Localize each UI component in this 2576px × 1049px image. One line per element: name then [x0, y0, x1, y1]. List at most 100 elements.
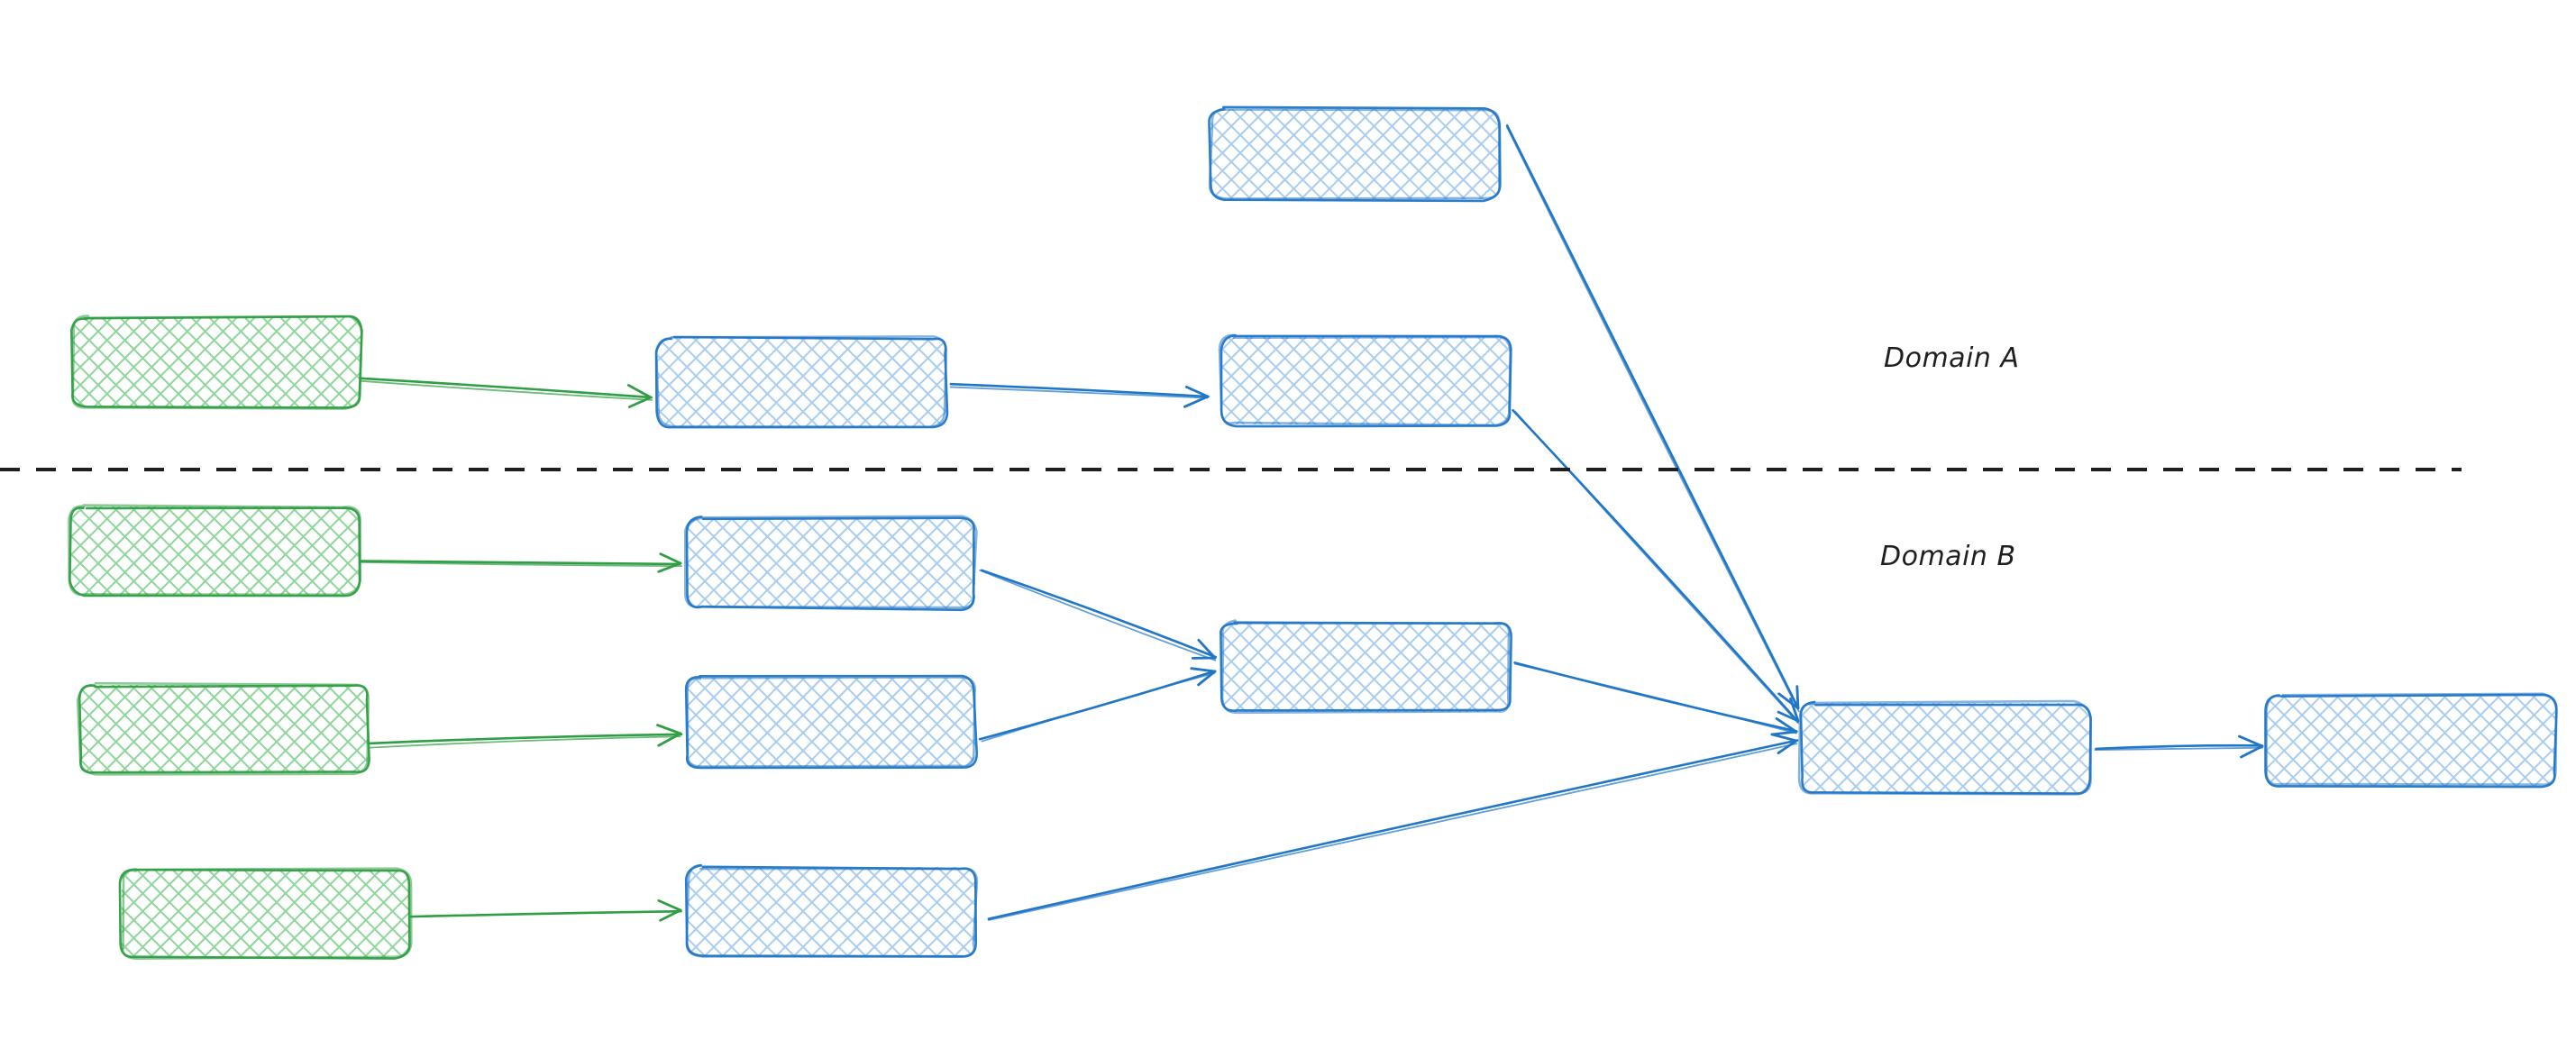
node-a-proc-3[interactable] [1208, 105, 1503, 203]
edge-line [949, 386, 1209, 399]
node-fill [687, 518, 975, 608]
edge-line [1514, 410, 1799, 725]
edge-arrowhead [1183, 395, 1210, 408]
node-a-src-1[interactable] [70, 315, 363, 410]
node-b-proc-2[interactable] [684, 674, 979, 770]
node-fill [70, 506, 359, 595]
edge-arrowhead [659, 552, 682, 565]
node-fill [122, 870, 410, 958]
edge-e4 [1512, 408, 1800, 725]
node-fill [72, 317, 361, 407]
edge-arrowhead [1771, 730, 1798, 736]
node-outline [654, 335, 948, 429]
node-outline [76, 681, 370, 776]
edge-line [981, 671, 1216, 743]
edge-line [358, 561, 683, 568]
node-b-proc-3[interactable] [684, 863, 979, 958]
node-fill [79, 685, 368, 773]
edge-line [2094, 746, 2264, 752]
node-fill [1210, 109, 1499, 199]
edge-line [367, 733, 683, 745]
node-fill [687, 867, 975, 957]
node-outline [2265, 692, 2558, 786]
edge-layer [358, 124, 2264, 922]
node-outline [71, 315, 363, 410]
edge-arrowhead [1775, 717, 1798, 734]
node-outline [118, 868, 411, 960]
edge-line [2095, 743, 2263, 751]
node-outline [684, 674, 979, 770]
edge-arrowhead [1777, 739, 1798, 754]
node-fill [658, 338, 946, 426]
edge-arrowhead [627, 396, 653, 408]
edge-line [980, 569, 1218, 659]
edge-line [1514, 662, 1797, 734]
edge-line [369, 735, 681, 749]
edge-arrowhead [1190, 667, 1217, 673]
edge-e12 [2094, 734, 2264, 759]
node-b-src-2[interactable] [76, 681, 370, 776]
node-b-out-1[interactable] [2264, 692, 2558, 789]
node-fill [687, 678, 975, 768]
edge-e5 [358, 552, 683, 573]
node-a-proc-2[interactable] [1218, 333, 1512, 428]
node-outline [1208, 107, 1503, 200]
edge-line [360, 560, 681, 566]
node-outline [683, 515, 978, 609]
node-outline [1218, 333, 1512, 427]
edge-arrowhead [2240, 744, 2264, 759]
node-layer [68, 105, 2558, 960]
edge-e2 [949, 382, 1210, 408]
node-outline [121, 867, 413, 960]
node-outline [686, 676, 976, 768]
edge-line [987, 739, 1799, 920]
edge-e9 [978, 667, 1217, 743]
edge-e1 [359, 377, 653, 408]
edge-arrowhead [657, 732, 682, 747]
edge-e10 [1513, 661, 1798, 736]
node-a-proc-1[interactable] [654, 335, 949, 429]
edge-line [1506, 126, 1800, 713]
node-fill [1801, 703, 2089, 793]
edge-e8 [979, 569, 1218, 661]
edge-line [979, 569, 1217, 661]
edge-e11 [987, 733, 1799, 921]
node-fill [1221, 336, 1510, 424]
node-b-src-1[interactable] [68, 504, 362, 597]
edge-arrowhead [1197, 670, 1217, 687]
edge-arrowhead [1777, 710, 1800, 723]
node-fill [1221, 622, 1510, 712]
node-b-agg-2[interactable] [1797, 699, 2092, 796]
edge-arrowhead [657, 561, 682, 573]
edge-arrowhead [656, 724, 682, 735]
edge-line [988, 743, 1798, 921]
node-b-src-3[interactable] [118, 867, 413, 960]
node-outline [1220, 619, 1511, 715]
edge-line [1505, 124, 1800, 710]
edge-arrowhead [2238, 734, 2264, 748]
edge-line [949, 382, 1210, 398]
edge-arrowhead [1789, 698, 1800, 723]
node-fill [2267, 696, 2555, 786]
node-outline [1797, 699, 2092, 796]
node-b-agg-1[interactable] [1219, 619, 1512, 715]
node-b-proc-1[interactable] [683, 515, 978, 612]
edge-arrowhead [657, 898, 682, 912]
edge-line [978, 670, 1217, 741]
edge-arrowhead [1197, 638, 1217, 660]
edge-line [360, 379, 653, 401]
edge-line [410, 910, 681, 918]
edge-e6 [367, 724, 683, 749]
edge-line [359, 377, 653, 399]
edge-arrowhead [1777, 692, 1800, 710]
domain-a-label: Domain A [1884, 342, 2020, 374]
node-outline [685, 863, 979, 958]
node-outline [68, 504, 362, 597]
domain-b-label: Domain B [1880, 541, 2016, 572]
edge-arrowhead [1795, 685, 1800, 710]
edge-arrowhead [626, 384, 653, 399]
edge-e7 [409, 898, 682, 922]
edge-arrowhead [1770, 733, 1798, 743]
